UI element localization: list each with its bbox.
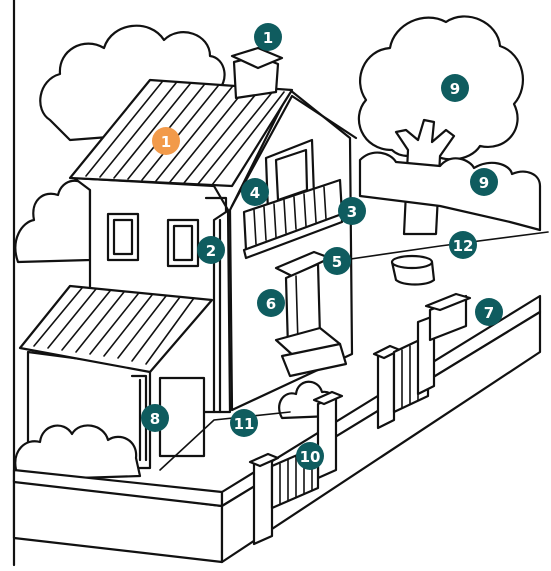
- marker-label: 5: [332, 253, 342, 271]
- front-window-right: [168, 220, 198, 266]
- marker-label: 9: [479, 174, 489, 192]
- front-window-left: [108, 214, 138, 260]
- marker-front-door: 6: [257, 289, 285, 317]
- marker-tree: 9: [441, 74, 469, 102]
- marker-label: 3: [347, 203, 357, 221]
- front-wall: [14, 470, 222, 562]
- marker-door-canopy: 5: [323, 247, 351, 275]
- tree-stump: [392, 256, 434, 285]
- marker-label: 12: [453, 237, 474, 255]
- marker-gate: 10: [296, 442, 324, 470]
- marker-label: 1: [161, 133, 171, 151]
- marker-label: 8: [150, 410, 160, 428]
- marker-label: 1: [263, 29, 273, 47]
- marker-label: 6: [266, 295, 276, 313]
- marker-chimney: 1: [254, 23, 282, 51]
- mailbox: [426, 294, 470, 340]
- marker-balcony-edge: 3: [338, 197, 366, 225]
- left-shrub: [15, 181, 90, 262]
- marker-annex-downpipe: 8: [141, 404, 169, 432]
- marker-label: 2: [206, 242, 216, 260]
- chimney: [232, 48, 282, 98]
- marker-gutter-downpipe: 2: [197, 236, 225, 264]
- marker-roof: 1: [152, 127, 180, 155]
- hedge-band: [360, 153, 540, 230]
- marker-front-yard: 11: [230, 409, 258, 437]
- garden-ground: [330, 232, 548, 262]
- marker-label: 10: [300, 448, 321, 466]
- marker-label: 11: [234, 415, 255, 433]
- marker-label: 9: [450, 80, 460, 98]
- marker-garden: 12: [449, 231, 477, 259]
- marker-hedge: 9: [470, 168, 498, 196]
- marker-label: 4: [250, 184, 260, 202]
- marker-mailbox: 7: [475, 298, 503, 326]
- marker-label: 7: [484, 304, 494, 322]
- marker-balcony: 4: [241, 178, 269, 206]
